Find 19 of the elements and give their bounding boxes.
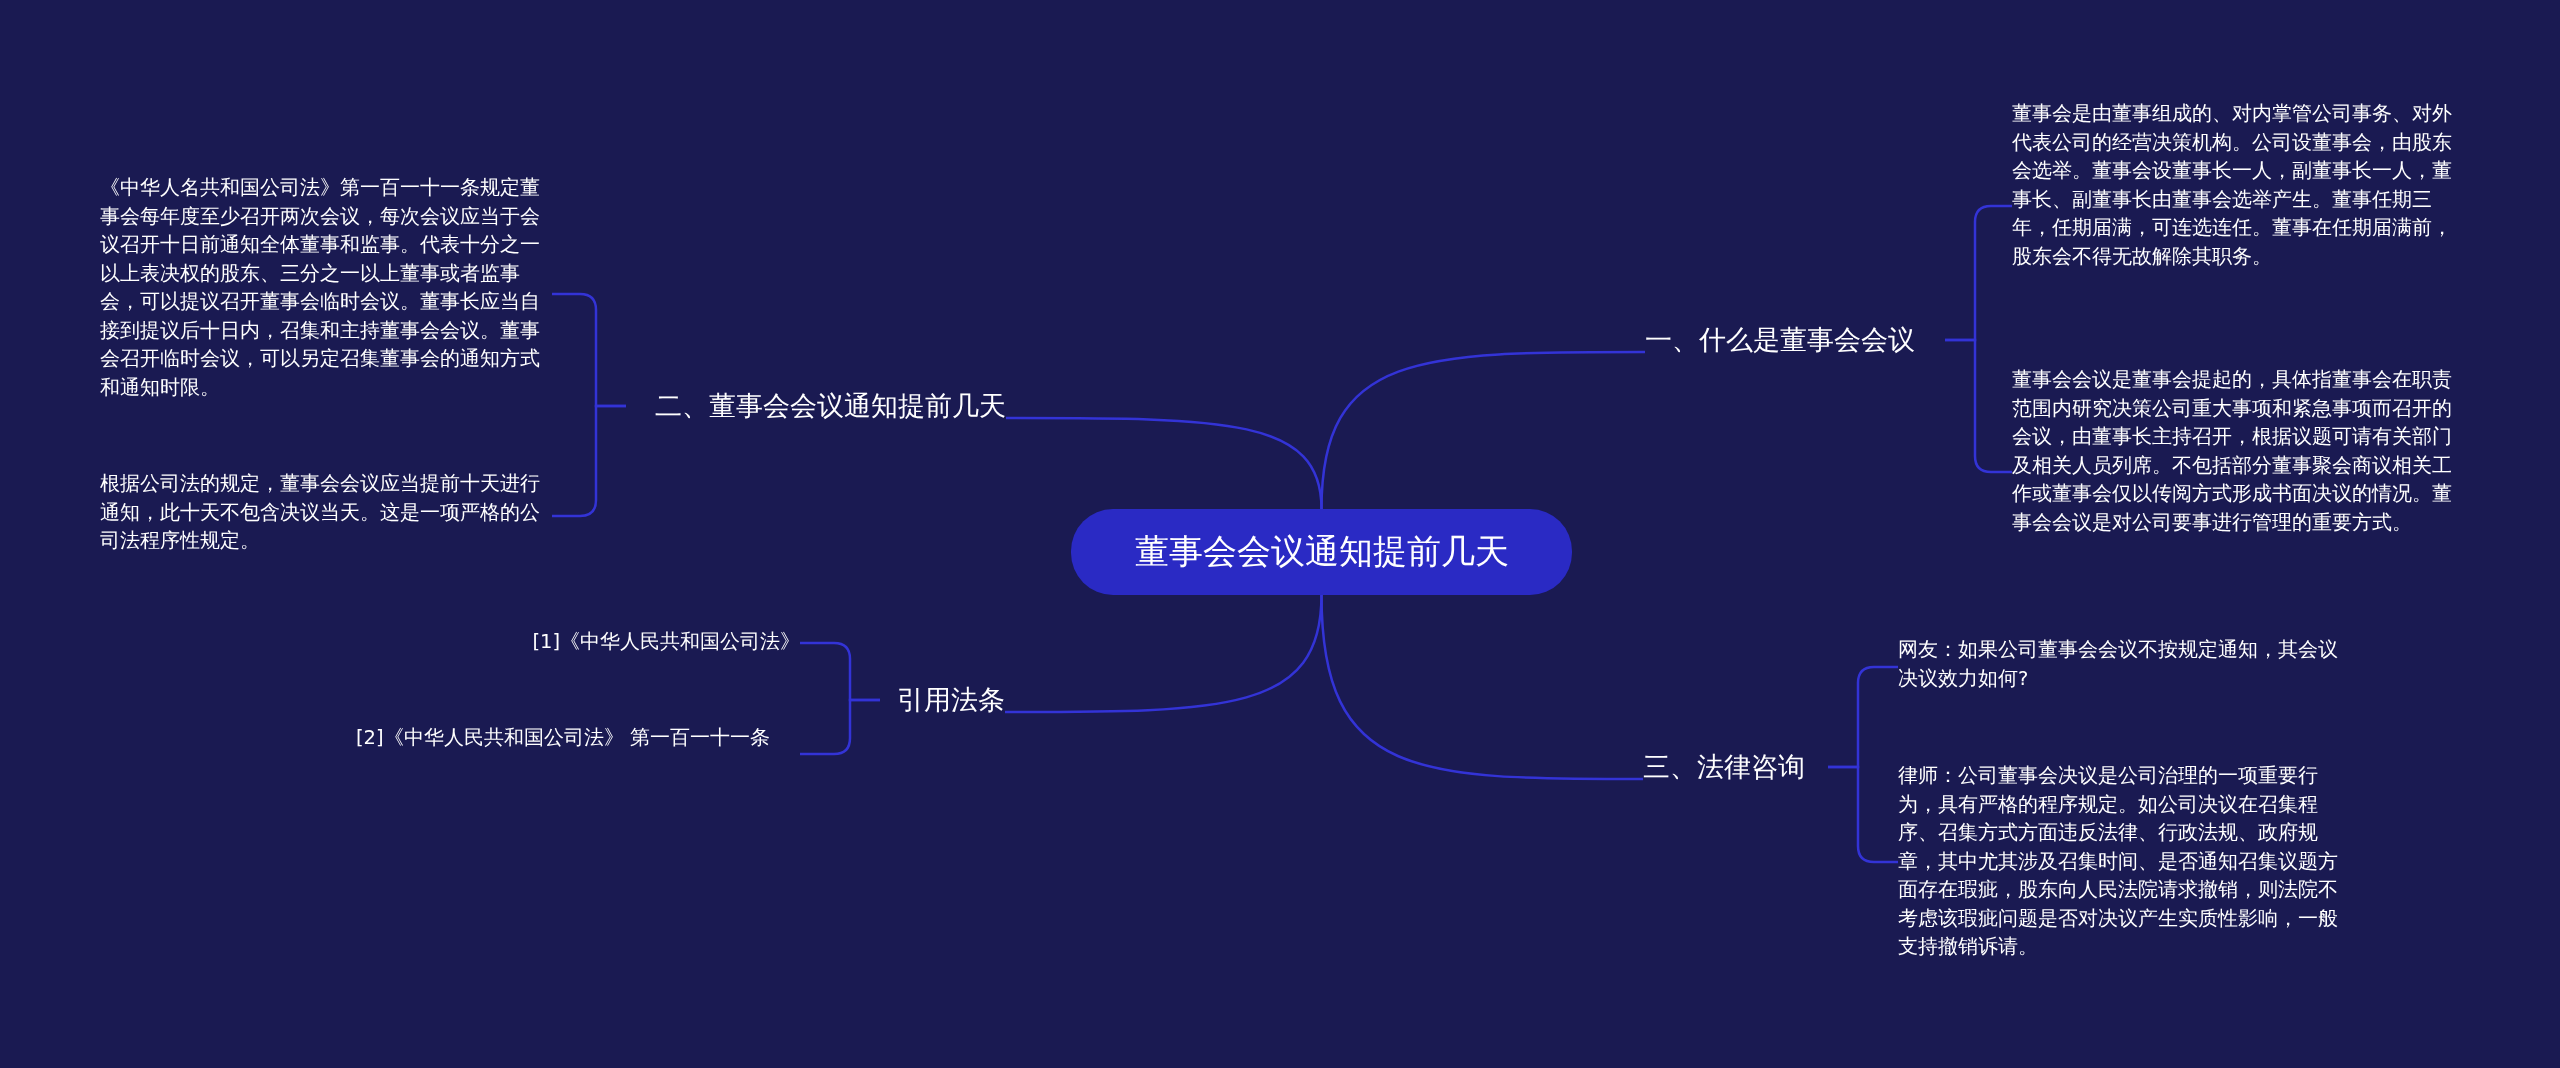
branch-topic: 一、什么是董事会会议 (1645, 318, 1945, 362)
connector-line (552, 404, 626, 518)
connector-line (1320, 594, 1643, 781)
note-text: [1]《中华人民共和国公司法》 (340, 628, 800, 658)
central-topic: 董事会会议通知提前几天 (1071, 509, 1572, 595)
note-text: 律师：公司董事会决议是公司治理的一项重要行为，具有严格的程序规定。如公司决议在召集程序、召集方式方面违反法律、行政法规、政府规章，其中尤其涉及召集时间、是否通知召集议题方面存在瑕疵，股东向人民法院请求撤销，则法院不考虑该瑕疵问题是否对决议产生实质性影响，一般支持撤销诉请。 (1898, 762, 2350, 962)
connector-line (1006, 416, 1323, 510)
branch-topic: 二、董事会会议通知提前几天 (626, 384, 1006, 428)
connector-line (1828, 765, 1898, 864)
connector-line (800, 698, 880, 756)
note-text: 《中华人名共和国公司法》第一百一十一条规定董事会每年度至少召开两次会议，每次会议应当于会议召开十日前通知全体董事和监事。代表十分之一以上表决权的股东、三分之一以上董事或者监事会，可以提议召开董事会临时会议。董事长应当自接到提议后十日内，召集和主持董事会会议。董事会召开临时会议，可以另定召集董事会的通知方式和通知时限。 (100, 174, 552, 414)
note-text: [2]《中华人民共和国公司法》 第一百一十一条 (356, 724, 800, 784)
note-text: 网友：如果公司董事会会议不按规定通知，其会议决议效力如何? (1898, 636, 2350, 698)
note-text: 董事会是由董事组成的、对内掌管公司事务、对外代表公司的经营决策机构。公司设董事会，由股东会选举。董事会设董事长一人，副董事长一人，董事长、副董事长由董事会选举产生。董事任期三年，任期届满，可连选连任。董事在任期届满前，股东会不得无故解除其职务。 (2012, 100, 2464, 312)
branch-topic: 引用法条 (880, 678, 1005, 722)
branch-topic: 三、法律咨询 (1643, 745, 1828, 789)
connector-line (1945, 338, 2012, 474)
note-text: 董事会会议是董事会提起的，具体指董事会在职责范围内研究决策公司重大事项和紧急事项而召开的会议，由董事长主持召开，根据议题可请有关部门及相关人员列席。不包括部分董事聚会商议相关工作或董事会仅以传阅方式形成书面决议的情况。董事会会议是对公司要事进行管理的重要方式。 (2012, 366, 2464, 578)
note-text: 根据公司法的规定，董事会会议应当提前十天进行通知，此十天不包含决议当天。这是一项严格的公司法程序性规定。 (100, 470, 552, 562)
